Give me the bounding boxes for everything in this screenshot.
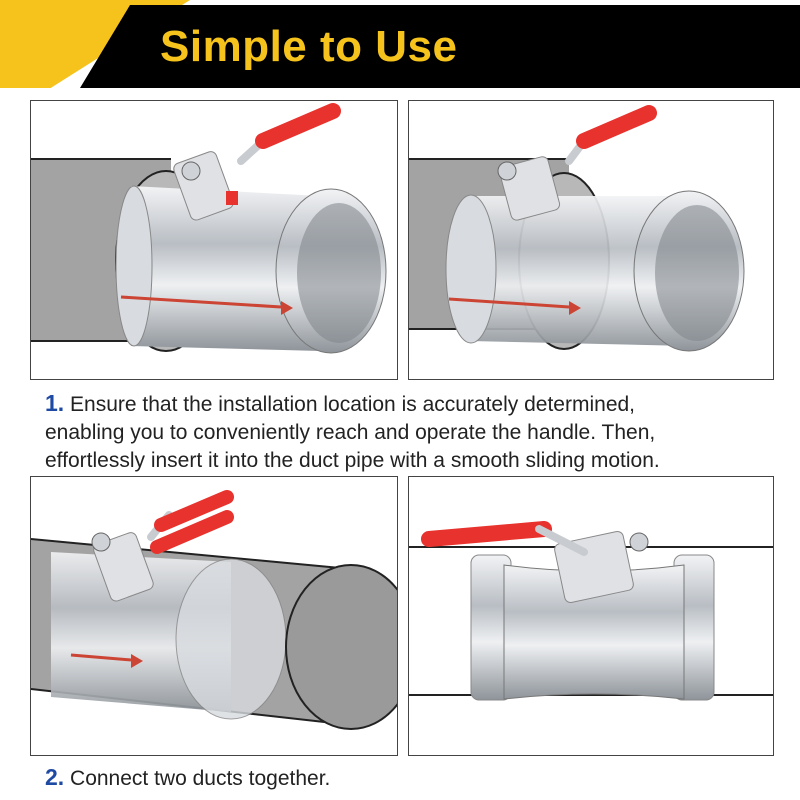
- red-handle: [154, 490, 234, 532]
- second-duct-end: [285, 564, 397, 730]
- damper-body: [469, 196, 689, 346]
- illustration-panel-3: [30, 476, 398, 756]
- damper-illustration: [409, 105, 745, 352]
- wing-nut: [497, 161, 517, 181]
- step-2-number: 2.: [45, 764, 65, 790]
- damper-body: [131, 186, 321, 351]
- damper-blade: [655, 205, 739, 341]
- step-1-line-2: enabling you to conveniently reach and o…: [45, 421, 656, 444]
- illustration-panel-2: [408, 100, 774, 380]
- damper-illustration: [409, 521, 773, 701]
- step-1-line-1: Ensure that the installation location is…: [70, 393, 636, 416]
- damper-illustration: [31, 103, 387, 354]
- illustration-panel-4: [408, 476, 774, 756]
- wing-nut: [91, 532, 111, 552]
- red-handle: [421, 521, 552, 547]
- wing-nut: [629, 532, 649, 552]
- damper-blade: [297, 203, 381, 343]
- step-1-line-3: effortlessly insert it into the duct pip…: [45, 449, 660, 472]
- step-1-number: 1.: [45, 390, 65, 416]
- page-title: Simple to Use: [160, 22, 458, 71]
- damper-rim: [175, 558, 287, 720]
- header-banner: Simple to Use: [0, 0, 800, 120]
- damper-illustration: [31, 490, 397, 730]
- banner-black-bar: [80, 5, 800, 88]
- step-2: 2. Connect two ducts together.: [45, 763, 330, 793]
- step-1: 1. Ensure that the installation location…: [45, 389, 660, 475]
- illustration-panel-1: [30, 100, 398, 380]
- red-handle: [255, 103, 341, 149]
- wing-nut: [181, 161, 201, 181]
- red-handle: [576, 105, 657, 149]
- step-2-line-1: Connect two ducts together.: [70, 767, 331, 790]
